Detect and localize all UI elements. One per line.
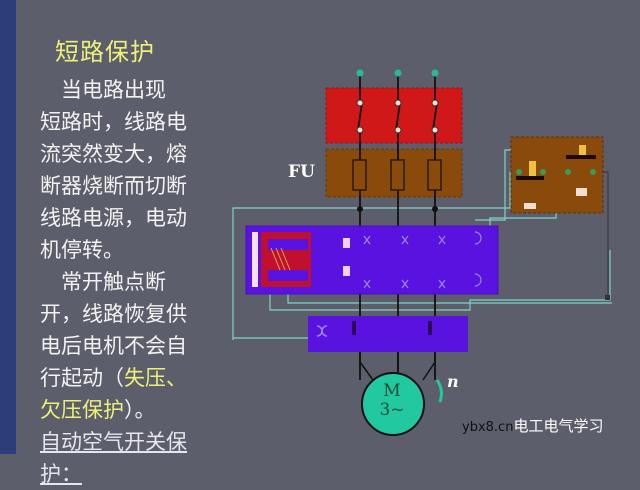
motor-icon bbox=[361, 372, 425, 436]
left-accent-strip bbox=[0, 0, 16, 454]
text-line: 短路时，线路电 bbox=[40, 110, 187, 134]
terminal-dots bbox=[356, 69, 439, 212]
breaker-contacts bbox=[363, 231, 482, 289]
text-line: 电后电机不会自 bbox=[40, 334, 187, 358]
breaker-handle bbox=[252, 232, 258, 287]
text-line: 欠压保护）。 bbox=[40, 394, 225, 426]
highlight-text: 失压、 bbox=[124, 366, 187, 390]
contactor-contact bbox=[352, 321, 356, 335]
contactor-coil-icon bbox=[316, 325, 328, 337]
slide-title: 短路保护 bbox=[55, 38, 155, 66]
coil-spring bbox=[270, 247, 291, 271]
text-line: 机停转。 bbox=[40, 238, 124, 262]
motor-label-line2: 3~ bbox=[379, 400, 405, 420]
text-line: 行起动（失压、 bbox=[40, 362, 225, 394]
wire-junction bbox=[605, 295, 610, 300]
underlined-heading: 护： bbox=[40, 462, 82, 486]
thermal-relay-contacts bbox=[516, 145, 596, 209]
motor-label-line1: M bbox=[383, 381, 401, 401]
fuse-label: FU bbox=[288, 162, 315, 182]
text-line: 开，线路恢复供 bbox=[40, 302, 187, 326]
text-line: 常开触点断 bbox=[40, 270, 166, 294]
coil-slot bbox=[268, 239, 308, 250]
aux-contact bbox=[343, 238, 350, 248]
watermark-text: 电工电气学习 bbox=[513, 417, 604, 435]
contactor-contact bbox=[428, 321, 432, 335]
text-fragment: ）。 bbox=[124, 398, 156, 422]
speed-label: n bbox=[447, 372, 459, 391]
disconnect-switch-box bbox=[325, 87, 463, 144]
text-line: 断器烧断而切断 bbox=[40, 174, 187, 198]
explanation-text: 当电路出现 短路时，线路电 流突然变大，熔 断器烧断而切断 线路电源，电动 机停… bbox=[40, 74, 225, 490]
watermark: ybx8.cn电工电气学习 bbox=[462, 415, 603, 436]
fuse-elements bbox=[352, 159, 442, 191]
contactor-box bbox=[308, 316, 468, 352]
motor-leads bbox=[359, 352, 436, 381]
highlight-text: 欠压保护 bbox=[40, 398, 124, 422]
text-line: 线路电源，电动 bbox=[40, 206, 187, 230]
underlined-heading: 自动空气开关保 bbox=[40, 430, 187, 454]
motor-label: M 3~ bbox=[362, 382, 422, 420]
coil-slot bbox=[268, 270, 308, 281]
circuit-diagram bbox=[232, 69, 612, 436]
text-line: 流突然变大，熔 bbox=[40, 142, 187, 166]
rotation-arrow-icon bbox=[435, 379, 443, 403]
thermal-relay-box bbox=[510, 136, 604, 214]
text-line: 当电路出现 bbox=[40, 78, 166, 102]
watermark-site: ybx8.cn bbox=[462, 420, 514, 435]
text-fragment: 行起动（ bbox=[40, 366, 124, 390]
aux-contact bbox=[343, 266, 350, 276]
